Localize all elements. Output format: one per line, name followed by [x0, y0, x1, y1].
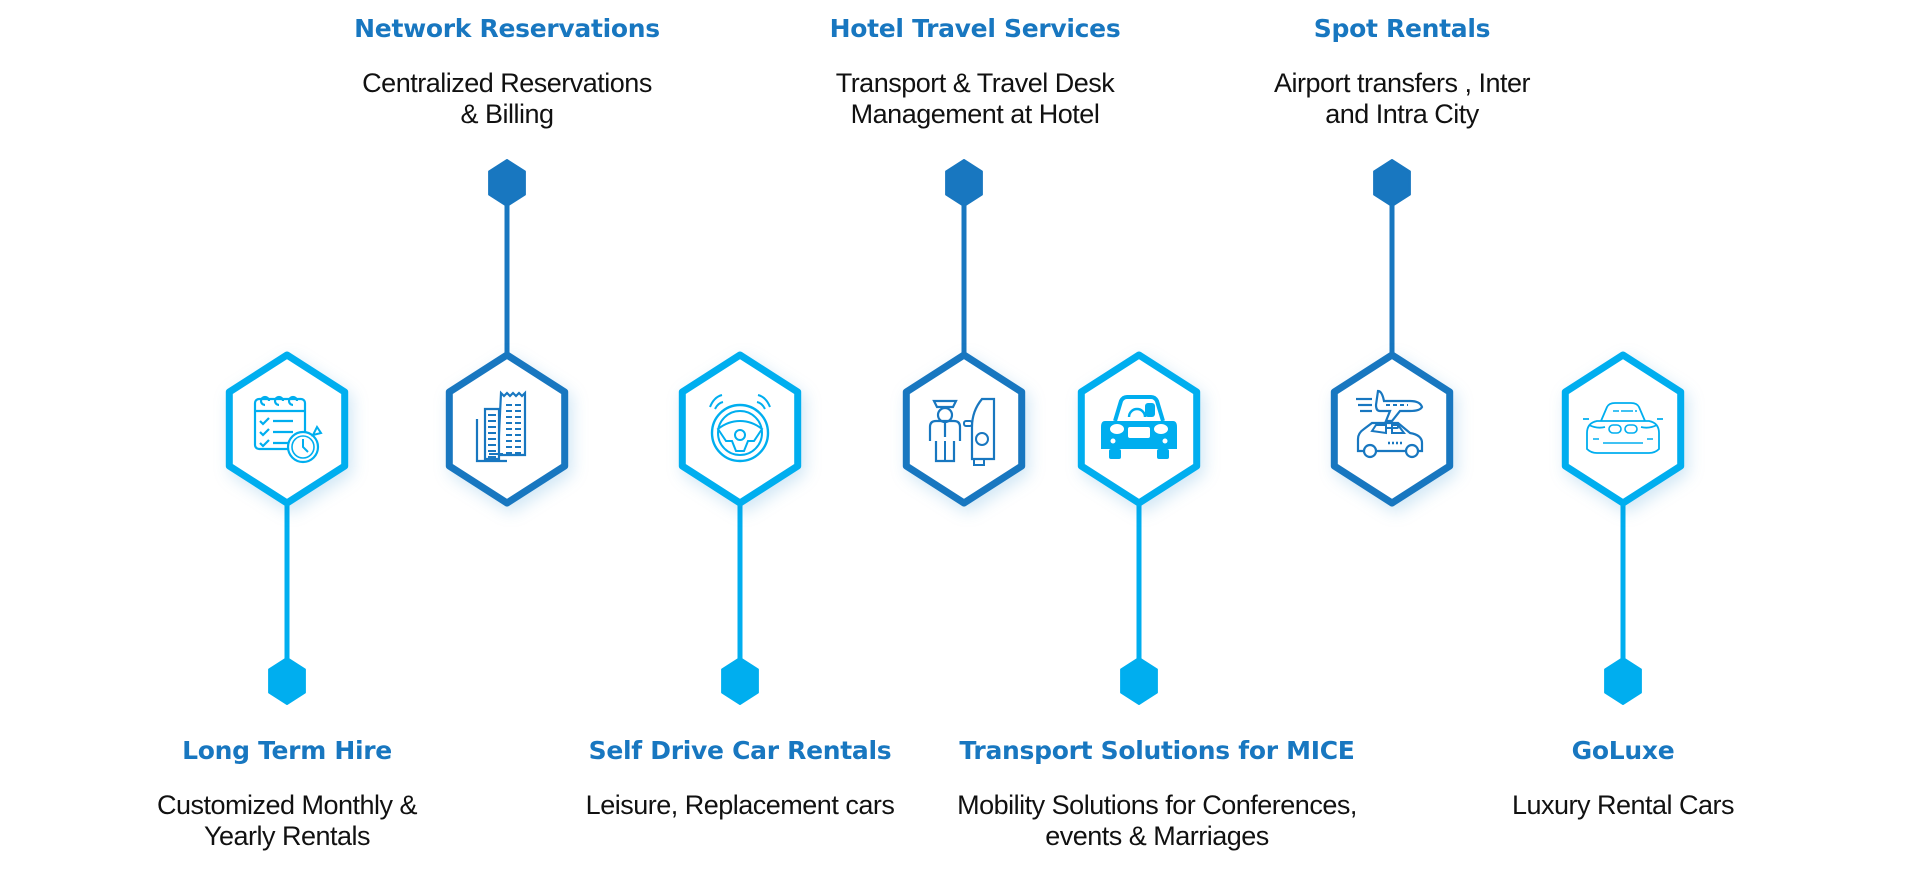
plane-taxi-icon — [1356, 389, 1424, 459]
service-node-long-term-hire — [225, 351, 349, 705]
steering-wheel-icon — [709, 394, 771, 463]
service-title: Transport Solutions for MICE — [959, 736, 1355, 765]
terminal-hexagon — [1120, 657, 1158, 705]
car-front-icon — [1101, 395, 1177, 459]
calendar-clock-icon — [253, 395, 323, 464]
description-line: events & Marriages — [1045, 821, 1269, 851]
description-line: Yearly Rentals — [203, 821, 371, 851]
description-line: Customized Monthly & — [156, 790, 418, 820]
luxury-car-icon — [1583, 402, 1663, 454]
service-node-hotel-travel-services — [902, 159, 1026, 507]
service-node-spot-rentals — [1330, 159, 1454, 507]
description-line: Airport transfers , Inter — [1273, 68, 1531, 98]
terminal-hexagon — [488, 159, 526, 207]
service-node-transport-solutions-mice — [1077, 351, 1201, 705]
service-hexagon — [678, 351, 802, 507]
service-description: Centralized Reservations& Billing — [362, 68, 652, 130]
service-title: Spot Rentals — [1313, 14, 1491, 43]
service-description: Mobility Solutions for Conferences,event… — [957, 790, 1357, 852]
description-line: Transport & Travel Desk — [835, 68, 1115, 98]
service-hexagon — [1561, 351, 1685, 507]
service-title: Self Drive Car Rentals — [588, 736, 892, 765]
service-title: Network Reservations — [354, 14, 660, 43]
chauffeur-car-icon — [928, 397, 996, 466]
description-line: Centralized Reservations — [362, 68, 652, 98]
service-hexagon — [1330, 351, 1454, 507]
service-title: Hotel Travel Services — [829, 14, 1121, 43]
service-hexagon — [902, 351, 1026, 507]
receipts-icon — [475, 390, 527, 463]
service-description: Leisure, Replacement cars — [586, 790, 895, 821]
terminal-hexagon — [945, 159, 983, 207]
description-line: and Intra City — [1325, 99, 1479, 129]
terminal-hexagon — [721, 657, 759, 705]
service-description: Luxury Rental Cars — [1511, 790, 1735, 821]
terminal-hexagon — [1373, 159, 1411, 207]
terminal-hexagon — [1604, 657, 1642, 705]
service-node-goluxe — [1561, 351, 1685, 705]
terminal-hexagon — [268, 657, 306, 705]
description-line: Leisure, Replacement cars — [585, 790, 895, 820]
description-line: Luxury Rental Cars — [1511, 790, 1735, 820]
description-line: & Billing — [460, 99, 554, 129]
service-title: Long Term Hire — [182, 736, 392, 765]
service-description: Customized Monthly &Yearly Rentals — [156, 790, 418, 852]
service-hexagon — [225, 351, 349, 507]
description-line: Mobility Solutions for Conferences, — [957, 790, 1357, 820]
service-title: GoLuxe — [1571, 736, 1675, 765]
service-hexagon — [445, 351, 569, 507]
description-line: Management at Hotel — [850, 99, 1100, 129]
service-node-network-reservations — [445, 159, 569, 507]
service-node-self-drive-car-rentals — [678, 351, 802, 705]
service-hexagon — [1077, 351, 1201, 507]
